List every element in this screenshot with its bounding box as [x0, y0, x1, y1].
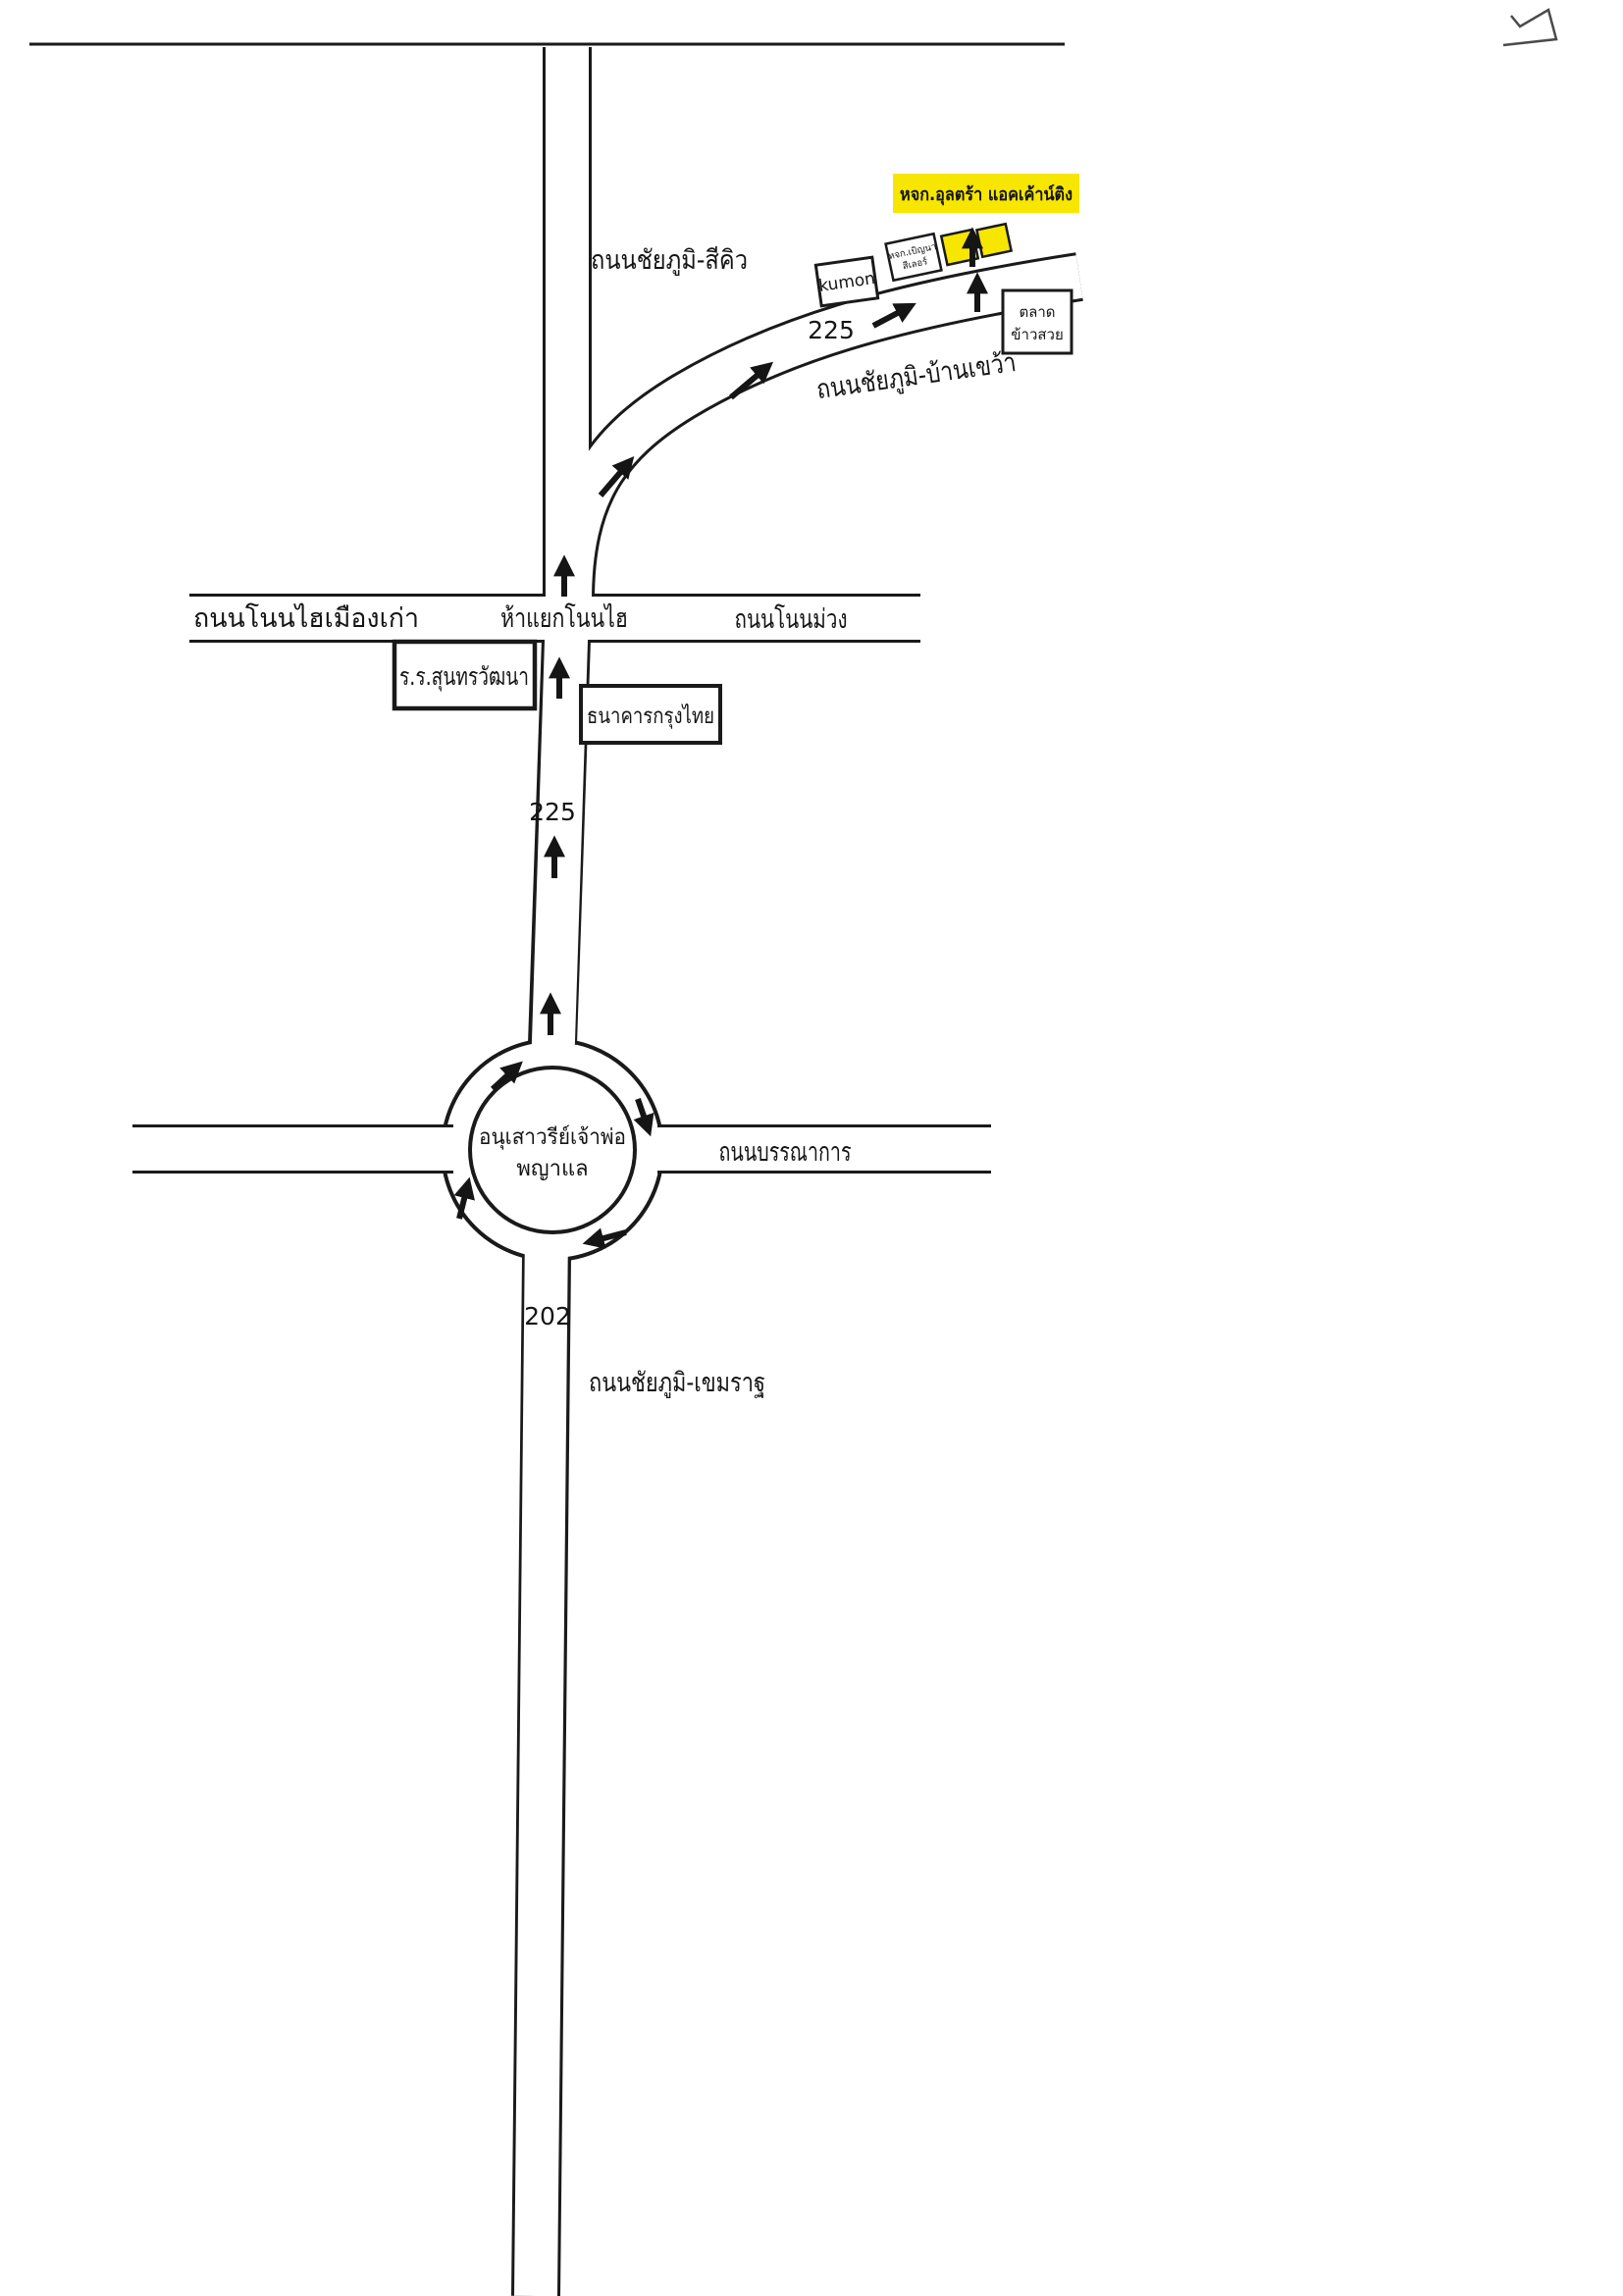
road-label-bannakan: ถนนบรรณาการ	[719, 1137, 852, 1168]
building-bank	[579, 684, 722, 745]
road-label-nonhai-mueangkao: ถนนโนนไฮเมืองเก่า	[193, 603, 419, 634]
bank-label: ธนาคารกรุงไทย	[587, 704, 714, 729]
direction-arrow	[633, 1098, 654, 1137]
market-label-line1: ตลาด	[1019, 303, 1055, 321]
road-label-chaiyaphum-sikhio: ถนนชัยภูมิ-สีคิว	[591, 245, 748, 276]
monument-label-line1: อนุเสาวรีย์เจ้าพ่อ	[479, 1125, 626, 1150]
shop-label-line2: สีเลอร์	[901, 255, 928, 272]
route-number-225-lower: 225	[529, 798, 576, 826]
direction-arrow	[490, 1061, 523, 1092]
road-label-chaiyaphum-bankhwao: ถนนชัยภูมิ-บ้านเขว้า	[814, 347, 1018, 405]
road-label-chaiyaphum-khemarat: ถนนชัยภูมิ-เขมราฐ	[589, 1368, 765, 1398]
road-fill	[549, 255, 1083, 601]
pen-mark	[1502, 8, 1558, 47]
road-label-non-muang: ถนนโนนม่วง	[735, 604, 848, 635]
destination-highlight-label: หจก.อุลตร้า แอคเค้าน์ติง	[900, 183, 1073, 206]
direction-arrow	[453, 1176, 475, 1220]
route-number-225-upper: 225	[808, 316, 855, 344]
building-school	[392, 639, 538, 711]
building-destination-b	[974, 222, 1014, 259]
building-kumon: kumon	[813, 255, 880, 308]
monument-label-line2: พญาแล	[516, 1157, 588, 1181]
market-label-line2: ข้าวสวย	[1011, 326, 1063, 343]
direction-arrow	[598, 455, 635, 497]
destination-highlight-box	[893, 174, 1079, 213]
direction-arrow	[582, 1227, 627, 1249]
direction-arrow	[729, 361, 774, 400]
roundabout-island	[468, 1066, 637, 1234]
school-label: ร.ร.สุนทรวัฒนา	[399, 662, 529, 692]
direction-arrow	[871, 302, 916, 329]
road-fill	[514, 1227, 568, 2296]
building-market	[1001, 288, 1073, 355]
junction-label-hayaek-nonhai: ห้าแยกโนนไฮ	[500, 603, 628, 634]
route-number-202: 202	[524, 1302, 571, 1331]
building-shop: หจก.เบิญนา สีเลอร์	[884, 232, 943, 283]
